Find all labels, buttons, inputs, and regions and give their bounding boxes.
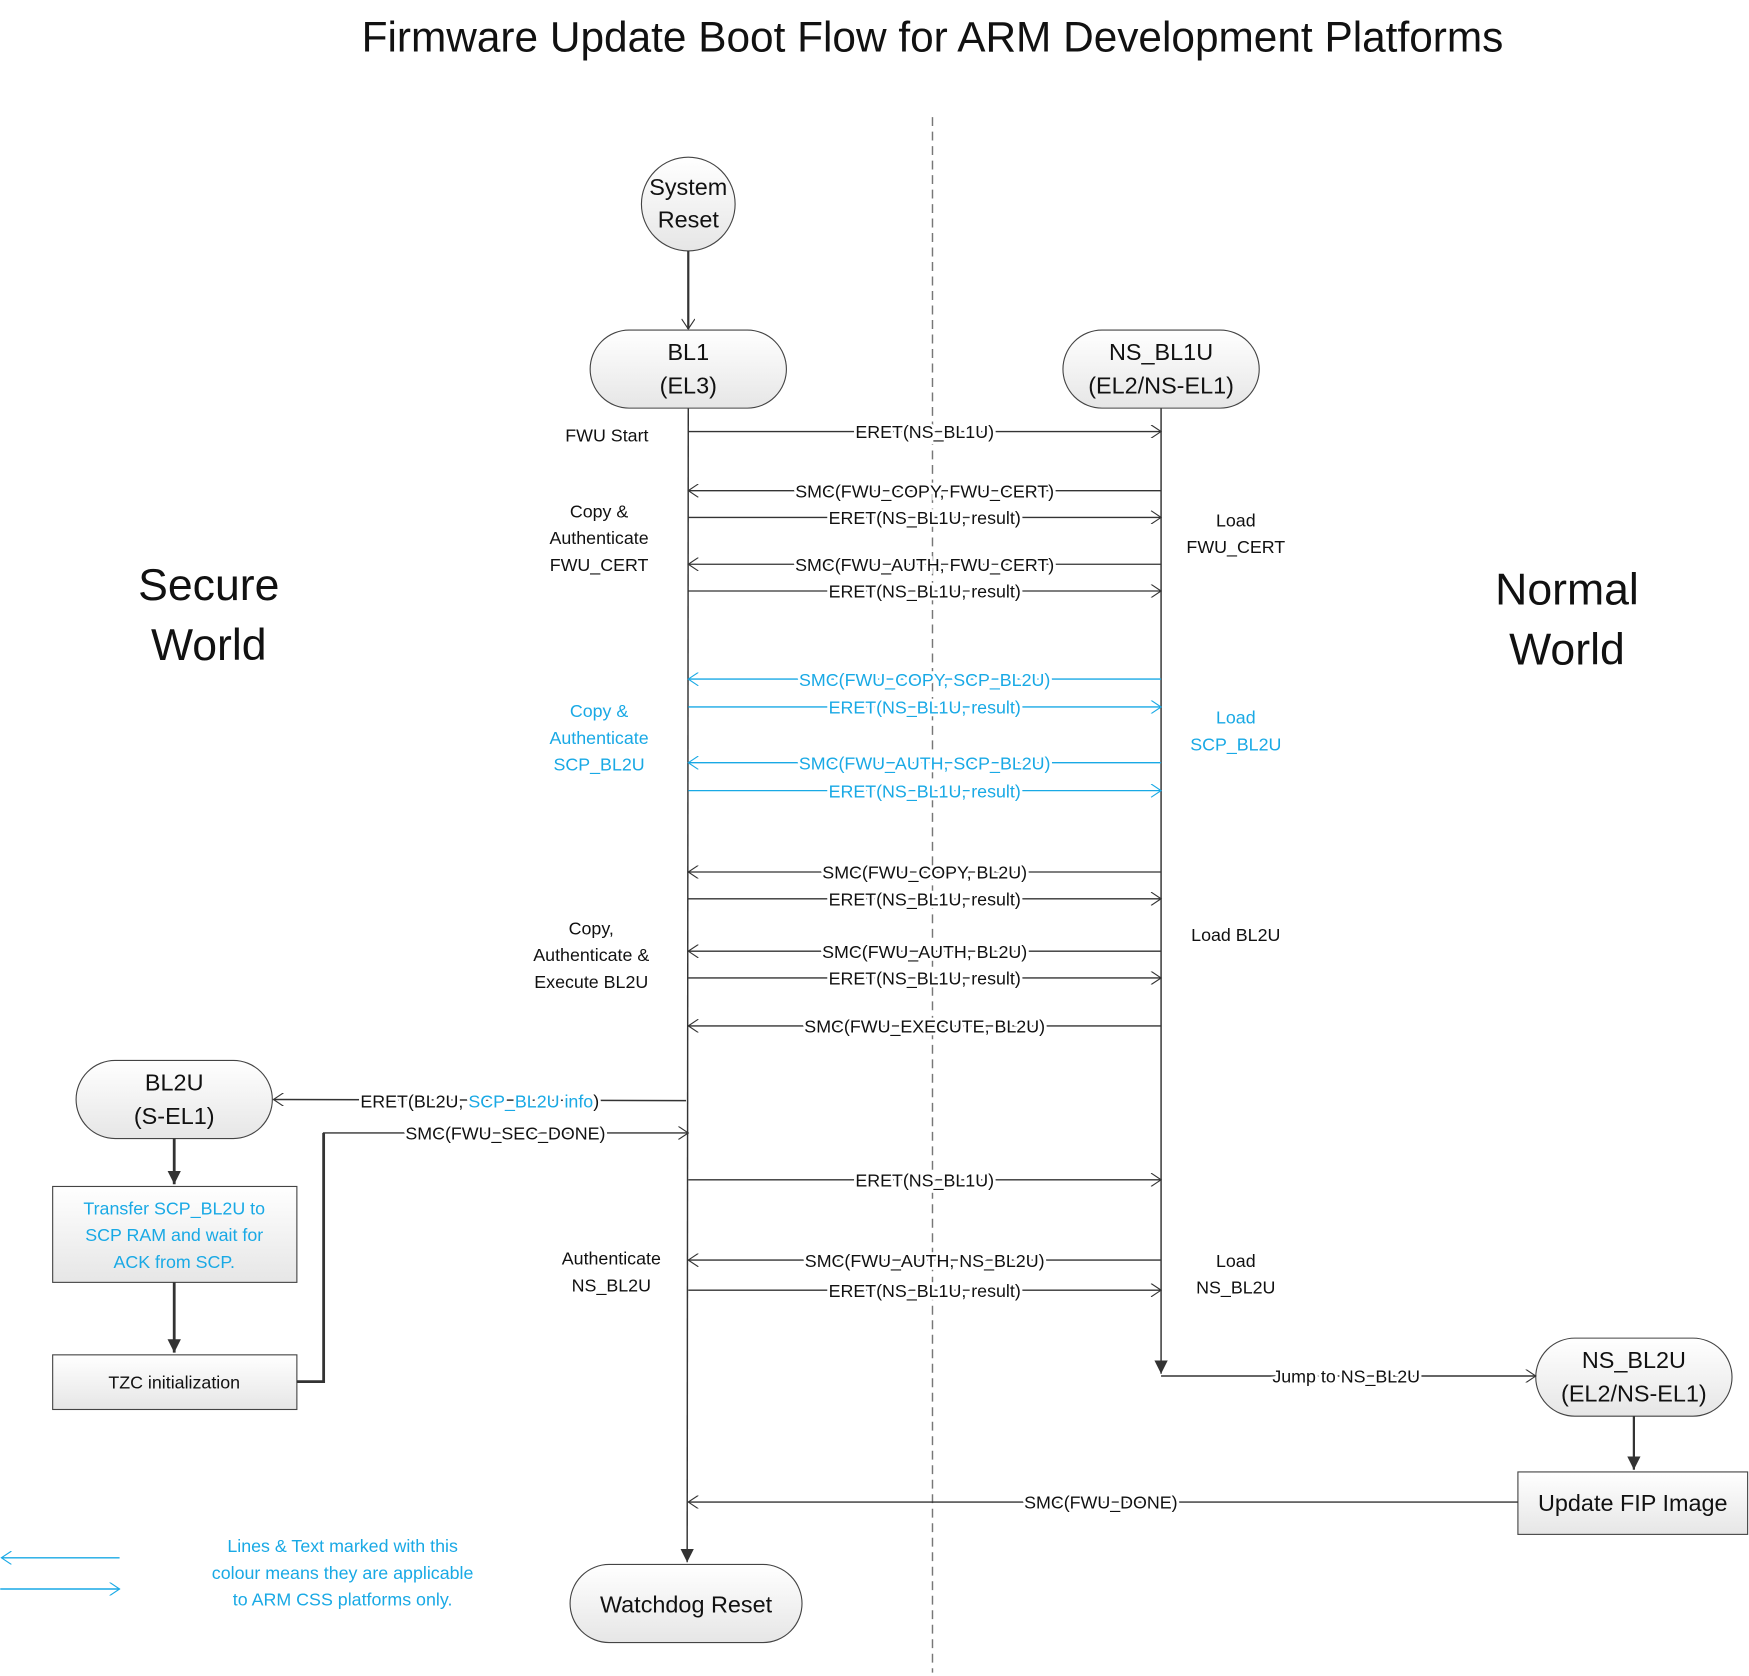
bl1-node: BL1(EL3): [589, 329, 787, 409]
message-label: ERET(NS_BL1U, result): [829, 508, 1021, 529]
ns-bl1u-node: NS_BL1U(EL2/NS-EL1): [1062, 329, 1260, 409]
tzc-init-box: TZC initialization: [52, 1354, 298, 1411]
note-copy-auth-exec-bl2u: Copy,Authenticate &Execute BL2U: [533, 918, 649, 992]
eret-bl2u-label: ERET(BL2U, SCP_BL2U info): [360, 1091, 599, 1112]
message-label: ERET(NS_BL1U, result): [829, 698, 1021, 719]
smc-fwu-done-label: SMC(FWU_DONE): [1024, 1493, 1178, 1514]
svg-text:Update FIP Image: Update FIP Image: [1538, 1490, 1728, 1516]
message-label: SMC(FWU_AUTH, FWU_CERT): [795, 555, 1054, 576]
message-label: SMC(FWU_AUTH, SCP_BL2U): [799, 753, 1051, 774]
message-label: SMC(FWU_COPY, FWU_CERT): [795, 481, 1054, 502]
jump-ns-bl2u-label: Jump to NS_BL2U: [1272, 1367, 1420, 1388]
svg-text:TZC initialization: TZC initialization: [108, 1372, 240, 1392]
message-label: ERET(NS_BL1U): [855, 422, 994, 443]
message-label: ERET(NS_BL1U): [855, 1170, 994, 1191]
svg-text:NS_BL2U(EL2/NS-EL1): NS_BL2U(EL2/NS-EL1): [1561, 1347, 1707, 1406]
diagram-title: Firmware Update Boot Flow for ARM Develo…: [362, 13, 1504, 60]
message-label: ERET(NS_BL1U, result): [829, 969, 1021, 990]
message-label: SMC(FWU_AUTH, NS_BL2U): [805, 1251, 1045, 1272]
eret-bl2u-arrow: [273, 1099, 687, 1100]
bl2u-node: BL2U(S-EL1): [75, 1059, 273, 1140]
note-load-bl2u: Load BL2U: [1191, 925, 1280, 945]
svg-text:Watchdog Reset: Watchdog Reset: [600, 1591, 773, 1617]
message-label: SMC(FWU_AUTH, BL2U): [822, 942, 1027, 963]
message-label: SMC(FWU_EXECUTE, BL2U): [804, 1017, 1045, 1038]
svg-text:NS_BL1U(EL2/NS-EL1): NS_BL1U(EL2/NS-EL1): [1088, 339, 1234, 398]
message-label: ERET(NS_BL1U, result): [829, 1281, 1021, 1302]
svg-text:BL1(EL3): BL1(EL3): [660, 339, 717, 398]
ns-bl2u-node: NS_BL2U(EL2/NS-EL1): [1535, 1337, 1733, 1417]
message-label: ERET(NS_BL1U, result): [829, 781, 1021, 802]
message-label: SMC(FWU_COPY, BL2U): [822, 863, 1027, 884]
bl1-lifeline: [680, 408, 694, 1563]
message-label: ERET(NS_BL1U, result): [829, 582, 1021, 603]
smc-sec-done-label: SMC(FWU_SEC_DONE): [405, 1124, 605, 1145]
message-label: SMC(FWU_COPY, SCP_BL2U): [799, 670, 1050, 691]
note-fwu-start: FWU Start: [565, 426, 648, 446]
message-arrows: ERET(NS_BL1U) SMC(FWU_COPY, FWU_CERT) ERET…: [688, 419, 1161, 1305]
update-fip-box: Update FIP Image: [1517, 1471, 1749, 1535]
watchdog-reset-node: Watchdog Reset: [569, 1563, 803, 1644]
message-label: ERET(NS_BL1U, result): [829, 889, 1021, 910]
svg-text:BL2U(S-EL1): BL2U(S-EL1): [134, 1070, 215, 1129]
